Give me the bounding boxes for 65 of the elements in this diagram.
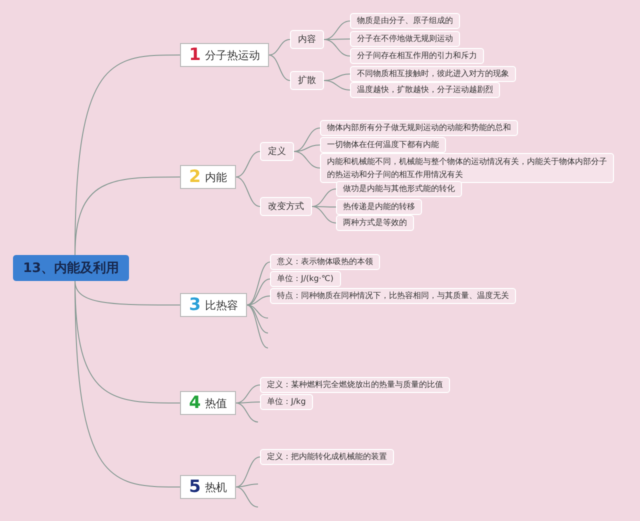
note-box: 做功是内能与其他形式能的转化 [336,181,462,197]
branch-line [235,486,258,508]
topic-number: 1 [189,46,201,64]
branch-line [312,206,336,208]
branch-line [235,456,260,488]
topic-box [180,293,247,317]
branch-line [235,151,260,178]
note-box: 特点：同种物质在同种情况下，比热容相同，与其质量、温度无关 [270,288,516,304]
topic-number: 5 [189,478,201,496]
note-box: 意义：表示物体吸热的本领 [270,254,380,270]
subtopic-box: 内容 [290,30,324,49]
note-box: 分子在不停地做无规则运动 [350,31,460,47]
branch-line [324,20,350,40]
branch-line [246,278,270,306]
branch-line [312,206,336,224]
subtopic-box: 定义 [260,142,294,161]
topic-box [180,475,236,499]
branch-line [235,484,258,488]
topic-label: 内能 [204,170,227,184]
note-box: 物质是由分子、原子组成的 [350,13,460,29]
topic-label: 热机 [204,480,227,494]
note-box: 定义：某种燃料完全燃烧放出的热量与质量的比值 [260,377,450,393]
topic-number: 4 [189,394,201,412]
topic-box [180,165,236,189]
subtopic-box: 改变方式 [260,197,312,216]
note-box: 内能和机械能不同，机械能与整个物体的运动情况有关，内能关于物体内部分子的热运动和分子间的相互作用情况有关 [320,153,614,183]
note-box: 温度越快，扩散越快，分子运动越剧烈 [350,82,500,98]
branch-line [235,402,258,422]
branch-line [246,262,270,306]
topic-box [180,43,269,67]
note-box: 分子间存在相互作用的引力和斥力 [350,48,484,64]
topic-label: 热值 [204,396,227,410]
note-box: 单位：J/kg [260,394,313,410]
branch-line [324,38,350,40]
root-topic-box: 13、内能及利用 [13,255,130,281]
branch-line [294,128,320,152]
branch-line [235,176,260,207]
branch-line [324,80,350,90]
note-box: 一切物体在任何温度下都有内能 [320,137,446,153]
branch-line [74,280,180,488]
branch-line [294,151,320,168]
note-box: 两种方式是等效的 [336,215,414,231]
branch-line [268,39,290,56]
topic-number: 3 [189,296,201,314]
topic-box [180,391,236,415]
topic-label: 分子热运动 [204,48,260,62]
note-box: 热传递是内能的转移 [336,199,422,215]
note-box: 定义：把内能转化成机械能的装置 [260,449,394,465]
topic-number: 2 [189,168,201,186]
note-box: 不同物质相互接触时，彼此进入对方的现象 [350,66,516,82]
branch-line [246,304,268,318]
branch-line [324,39,350,56]
branch-line [74,176,180,256]
note-box: 单位：J/(kg·℃) [270,271,341,287]
note-box: 物体内部所有分子做无规则运动的动能和势能的总和 [320,120,518,136]
topic-label: 比热容 [204,298,238,312]
branch-line [246,304,268,348]
branch-line [246,296,270,306]
branch-line [312,188,336,207]
branch-line [294,144,320,152]
subtopic-box: 扩散 [290,71,324,90]
branch-line [268,54,290,81]
branch-line [246,304,268,334]
branch-line [235,384,260,404]
branch-line [235,402,260,404]
